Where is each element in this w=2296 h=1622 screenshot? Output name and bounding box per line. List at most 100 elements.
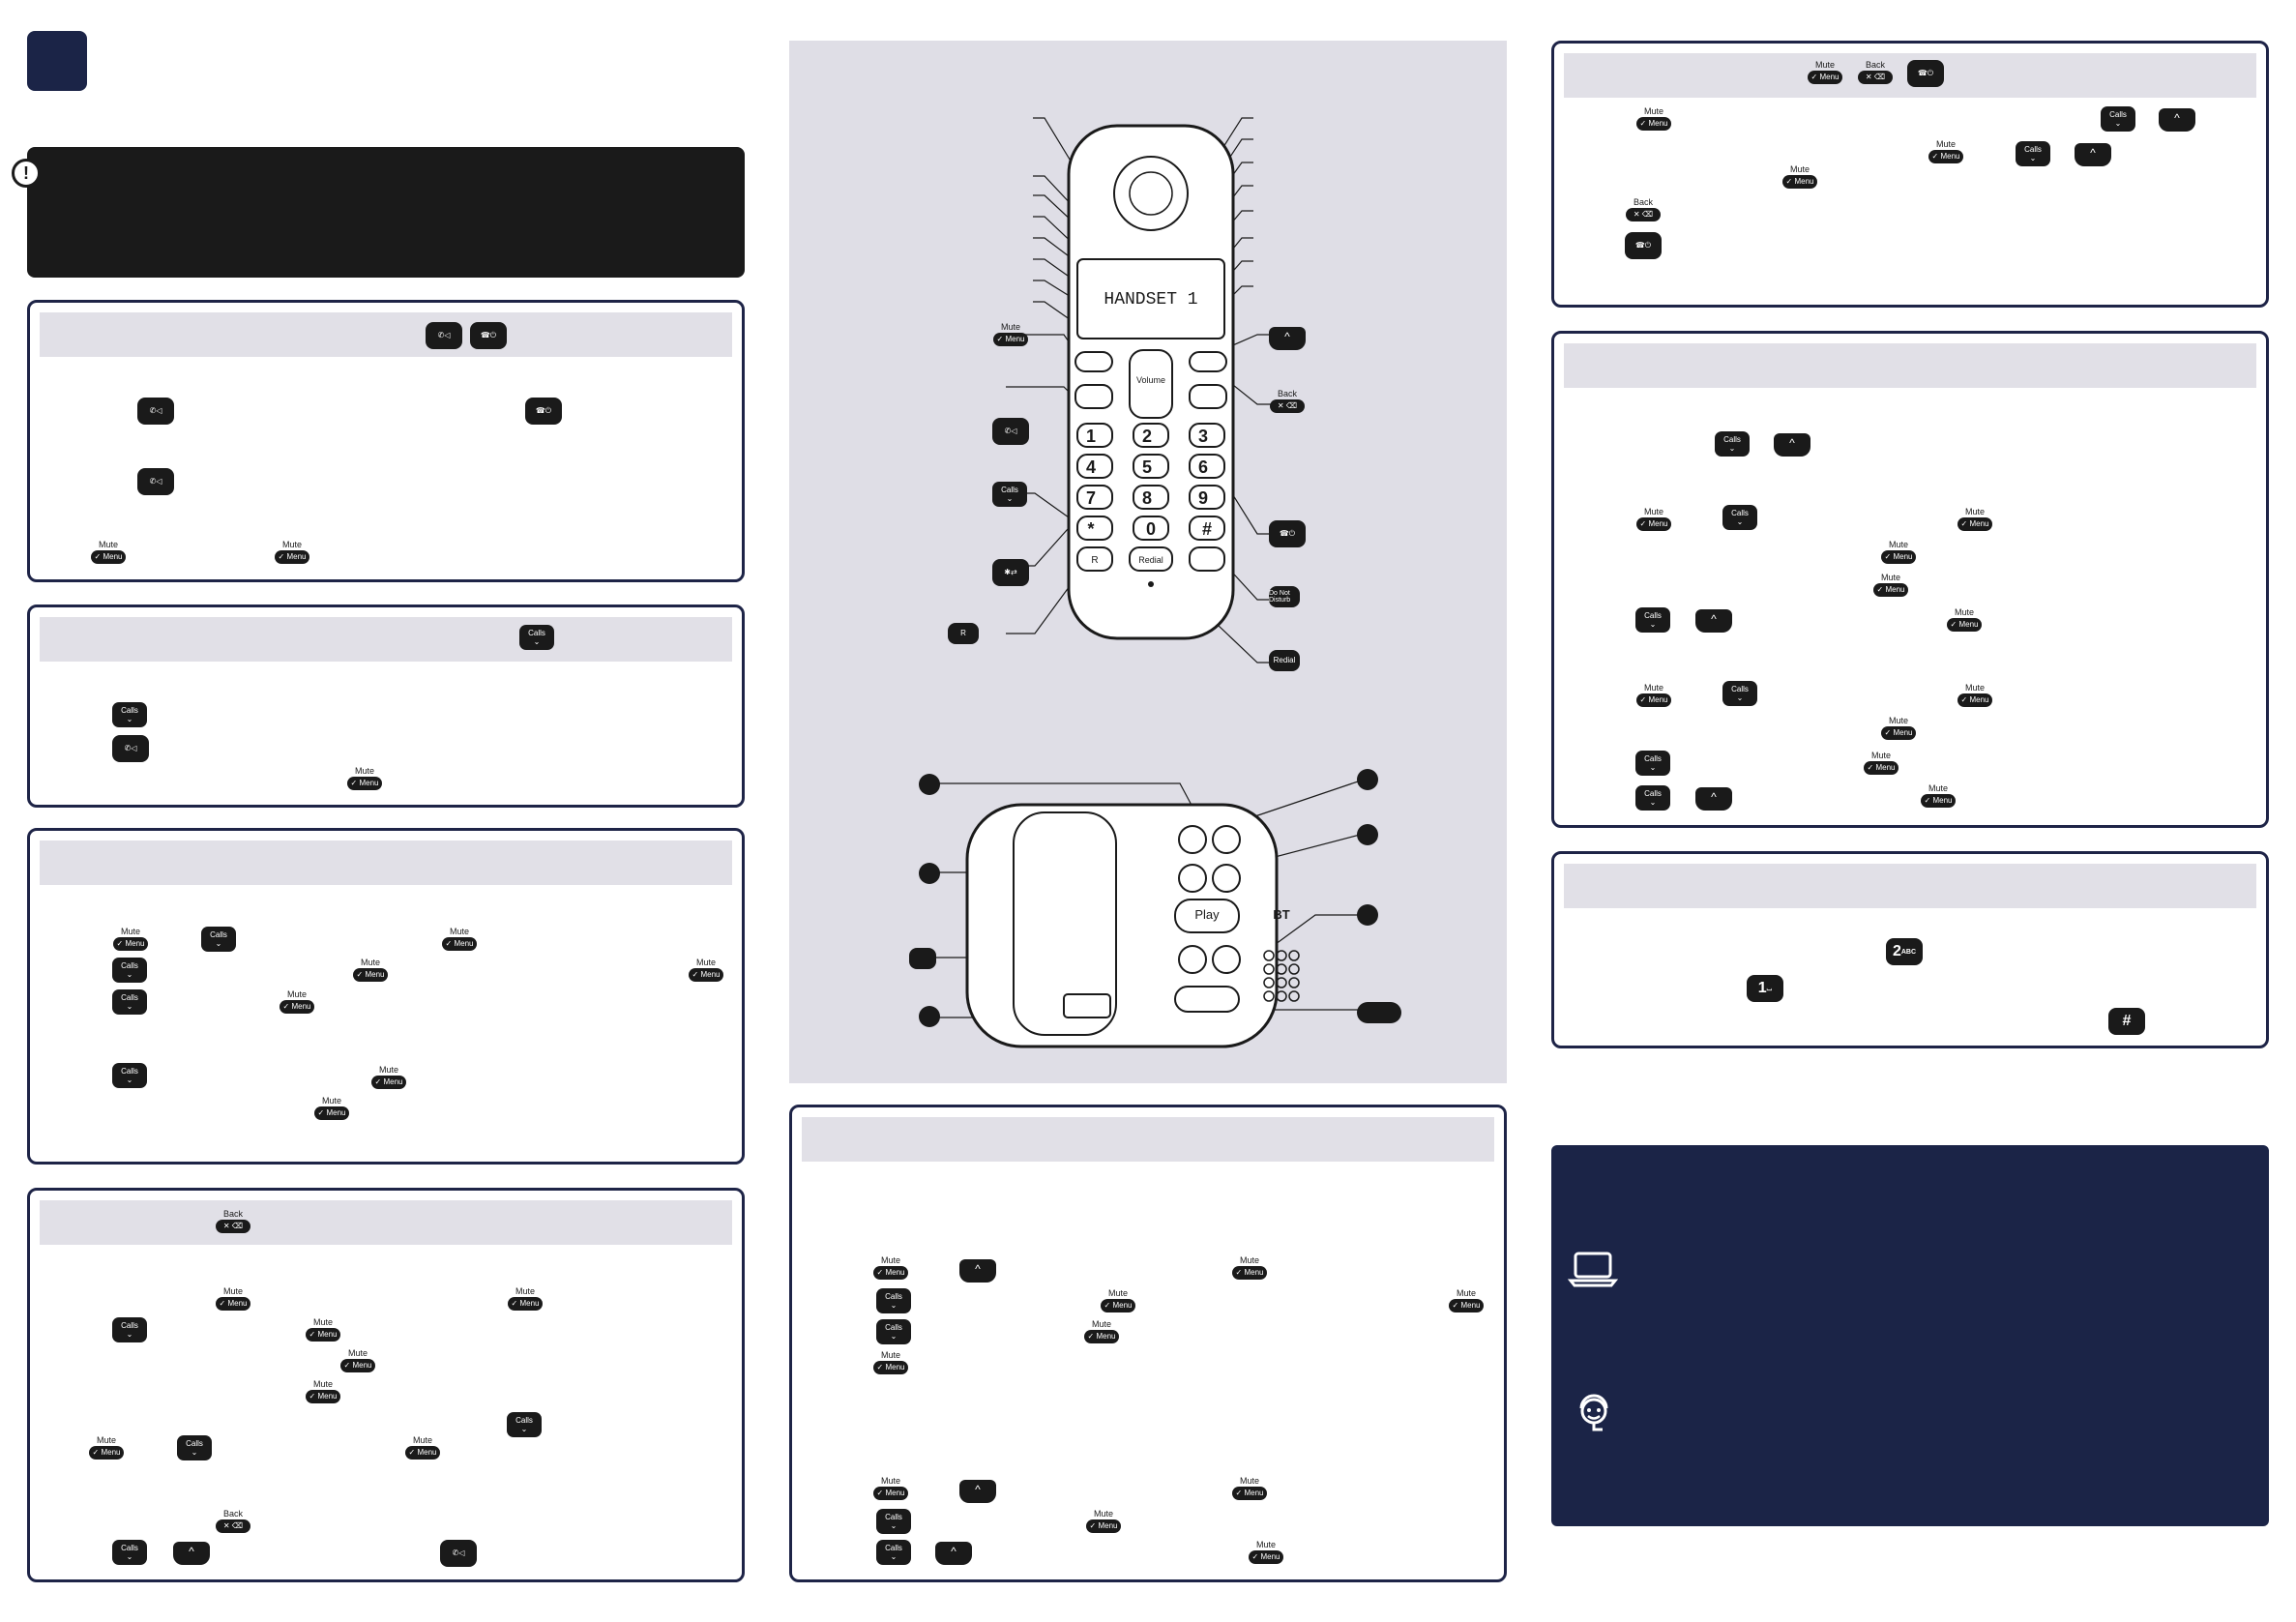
key-1-icon: 1⌴ — [1747, 975, 1783, 1002]
delete-icon — [1357, 904, 1378, 926]
support-headset-icon — [1579, 1394, 1608, 1431]
mute-menu-key: Mute✓ Menu — [1928, 139, 1964, 168]
star-key-icon: ✱⇄ — [992, 559, 1029, 586]
calls-key-icon: Calls⌄ — [876, 1509, 911, 1534]
talk-key-icon: ✆◁ — [440, 1540, 477, 1567]
mute-menu-key: Mute✓ Menu — [88, 1435, 125, 1464]
mute-menu-key: Mute✓ Menu — [1231, 1255, 1268, 1284]
mute-menu-key: Mute✓ Menu — [339, 1348, 376, 1377]
hash-key-icon: # — [2108, 1008, 2145, 1035]
panel-header — [40, 840, 732, 885]
mute-menu-key: Mute✓ Menu — [1635, 106, 1672, 135]
mute-menu-key: Mute✓ Menu — [688, 958, 724, 987]
mute-menu-key: Mute✓ Menu — [305, 1379, 341, 1408]
back-key: Back✕ ⌫ — [215, 1209, 251, 1238]
calls-key-icon: Calls⌄ — [1722, 505, 1757, 530]
play-label: Play — [1194, 907, 1220, 922]
display-text: HANDSET 1 — [1104, 290, 1197, 310]
mute-menu-key: Mute✓ Menu — [1100, 1288, 1136, 1317]
bt-logo: BT — [1273, 907, 1289, 922]
up-key-icon: ^ — [1695, 609, 1732, 633]
panel-handset-settings — [1551, 331, 2269, 828]
end-key-icon: ☎⏻ — [470, 322, 507, 349]
skip-back-icon — [919, 863, 940, 884]
mute-menu-key: Mute✓ Menu — [274, 540, 310, 569]
keypad-key: 9 — [1198, 488, 1208, 508]
stop-icon — [919, 1006, 940, 1027]
skip-forward-icon — [1357, 824, 1378, 845]
talk-key-icon: ✆◁ — [112, 735, 149, 762]
panel-settings — [1551, 41, 2269, 308]
mute-menu-key: Mute✓ Menu — [1807, 60, 1843, 89]
mute-menu-key: Mute✓ Menu — [1231, 1476, 1268, 1505]
r-key: R — [1091, 555, 1098, 566]
warning-icon: ! — [12, 159, 41, 188]
calls-key-icon: Calls⌄ — [1635, 751, 1670, 776]
mute-menu-key: Mute✓ Menu — [1957, 507, 1993, 536]
play-icon — [909, 948, 936, 969]
calls-key-icon: Calls⌄ — [112, 702, 147, 727]
panel-make-call — [27, 300, 745, 582]
keypad-key: 2 — [1142, 427, 1152, 446]
calls-key-icon: Calls⌄ — [1715, 431, 1750, 457]
calls-key-icon: Calls⌄ — [876, 1319, 911, 1344]
panel-call-blocking — [27, 1188, 745, 1582]
mute-menu-key: Mute✓ Menu — [1635, 683, 1672, 712]
mute-menu-key: Mute✓ Menu — [313, 1096, 350, 1125]
laptop-icon — [1567, 1252, 1619, 1287]
back-key: Back✕ ⌫ — [215, 1509, 251, 1538]
end-key-icon: ☎⏻ — [1269, 520, 1306, 547]
panel-header — [40, 312, 732, 357]
back-key: Back✕ ⌫ — [1269, 389, 1306, 418]
warning-box — [27, 147, 745, 278]
up-key-icon: ^ — [2075, 143, 2111, 166]
keypad-key: 1 — [1086, 427, 1096, 446]
panel-header — [1564, 343, 2256, 388]
calls-key-icon: Calls⌄ — [201, 927, 236, 952]
talk-key-icon: ✆◁ — [992, 418, 1029, 445]
calls-key-icon: Calls⌄ — [2101, 106, 2135, 132]
volume-icon — [1357, 1002, 1401, 1023]
mute-menu-key: Mute✓ Menu — [441, 927, 478, 956]
mute-menu-key: Mute✓ Menu — [346, 766, 383, 795]
mute-menu-key: Mute✓ Menu — [1946, 607, 1983, 636]
end-key-icon: ☎⏻ — [1625, 232, 1662, 259]
keypad-key: # — [1202, 519, 1212, 539]
keypad-key: 3 — [1198, 427, 1208, 446]
calls-key-icon: Calls⌄ — [177, 1435, 212, 1460]
calls-key-icon: Calls⌄ — [876, 1540, 911, 1565]
mute-menu-key: Mute✓ Menu — [1448, 1288, 1485, 1317]
up-key-icon: ^ — [1774, 433, 1810, 457]
panel-header — [1564, 864, 2256, 908]
calls-key-icon: Calls⌄ — [112, 958, 147, 983]
talk-key-icon: ✆◁ — [137, 398, 174, 425]
panel-header — [40, 617, 732, 662]
up-key-icon: ^ — [935, 1542, 972, 1565]
mute-menu-key: Mute✓ Menu — [1781, 164, 1818, 193]
calls-key-icon: Calls⌄ — [507, 1412, 542, 1437]
calls-key-icon: Calls⌄ — [992, 482, 1027, 507]
mute-menu-key: Mute✓ Menu — [1248, 1540, 1284, 1569]
mute-menu-key: Mute✓ Menu — [1880, 540, 1917, 569]
base-unit-diagram: Play BT — [930, 779, 1365, 1048]
up-key-icon: ^ — [959, 1480, 996, 1503]
mute-menu-key: Mute✓ Menu — [215, 1286, 251, 1315]
back-key: Back✕ ⌫ — [1625, 197, 1662, 226]
keypad-key: 8 — [1142, 488, 1152, 508]
mute-menu-key: Mute✓ Menu — [507, 1286, 544, 1315]
up-key-icon: ^ — [173, 1542, 210, 1565]
redial-key-icon: Redial — [1269, 650, 1300, 671]
end-key-icon: ☎⏻ — [525, 398, 562, 425]
panel-answer-machine — [789, 1105, 1507, 1582]
mute-menu-key: Mute✓ Menu — [404, 1435, 441, 1464]
mute-menu-key: Mute✓ Menu — [1880, 716, 1917, 745]
up-key-icon: ^ — [1269, 327, 1306, 350]
mute-menu-key: Mute✓ Menu — [1083, 1319, 1120, 1348]
svg-text:Volume: Volume — [1136, 375, 1165, 385]
mute-menu-key: Mute✓ Menu — [1957, 683, 1993, 712]
up-key-icon: ^ — [959, 1259, 996, 1283]
end-key-icon: ☎⏻ — [1907, 60, 1944, 87]
mute-menu-key: Mute✓ Menu — [872, 1255, 909, 1284]
